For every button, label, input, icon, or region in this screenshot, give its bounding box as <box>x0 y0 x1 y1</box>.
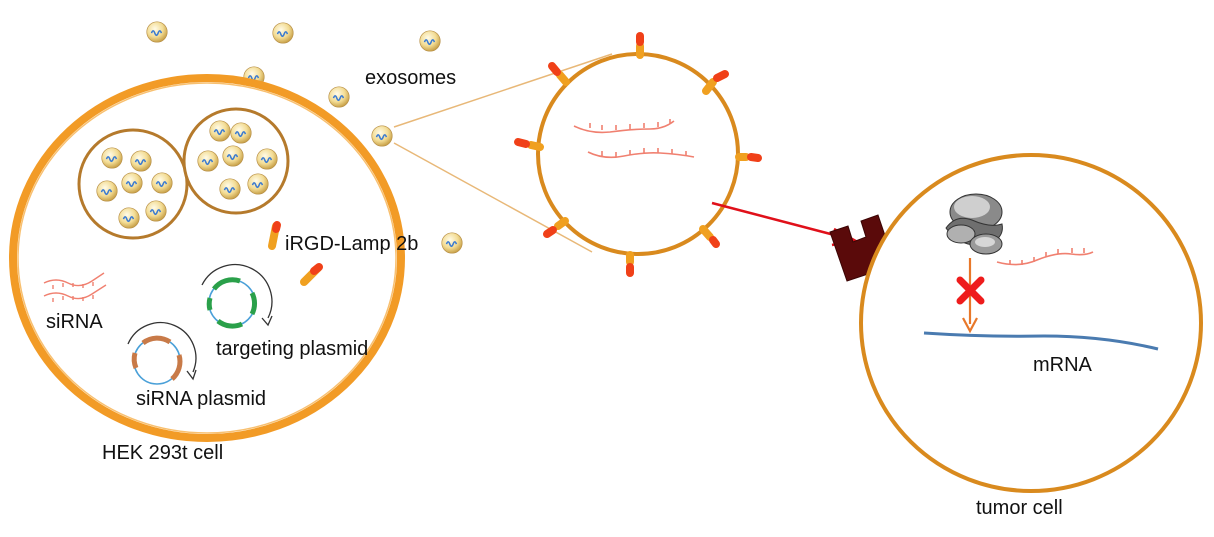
exosome-particle-icon <box>151 172 173 194</box>
zoom-line-bottom <box>393 142 593 253</box>
ribosome-icon <box>945 193 1003 255</box>
irgd-capsule <box>268 221 281 250</box>
zoom-line-top <box>393 53 613 128</box>
exosome-particle-icon <box>146 21 168 43</box>
vesicle-body-right <box>182 107 290 215</box>
vesicle-body-left <box>77 128 189 240</box>
exosome-particle-icon <box>328 86 350 108</box>
exosome-particle-icon <box>272 22 294 44</box>
zoomed-exosome <box>514 32 762 277</box>
x-block-icon <box>956 276 985 305</box>
mrna-strand <box>923 331 1159 351</box>
targeting-plasmid-label: targeting plasmid <box>216 338 369 360</box>
exosome-particle-icon <box>219 178 241 200</box>
mrna-label: mRNA <box>1033 354 1092 376</box>
tumor-cell <box>859 153 1203 493</box>
sirna-label: siRNA <box>46 311 103 333</box>
exosome-particle-icon <box>209 120 231 142</box>
exosome-particle-icon <box>101 147 123 169</box>
exosome-particle-icon <box>230 122 252 144</box>
irgd-lamp2b-label: iRGD-Lamp 2b <box>285 233 419 255</box>
exosome-particle-icon <box>247 173 269 195</box>
sirna-plasmid-icon <box>127 322 197 385</box>
exosome-particle-icon <box>130 150 152 172</box>
exosome-particle-icon <box>96 180 118 202</box>
tumor-cell-label: tumor cell <box>976 497 1063 519</box>
exosome-particle-icon <box>145 200 167 222</box>
exosome-particle-icon <box>197 150 219 172</box>
exosome-particle-icon <box>419 30 441 52</box>
hek-cell <box>9 74 405 442</box>
exosome-particle-icon <box>256 148 278 170</box>
exosomes-label: exosomes <box>365 67 457 89</box>
hek-cell-label: HEK 293t cell <box>102 442 224 464</box>
irgd-capsule <box>300 263 323 286</box>
sirna-plasmid-label: siRNA plasmid <box>136 388 267 410</box>
exosome-sirna <box>573 119 695 159</box>
exosome-particle-icon <box>371 125 393 147</box>
exosome-particle-icon <box>121 172 143 194</box>
exosome-particle-icon <box>118 207 140 229</box>
sirna-strands <box>43 272 107 302</box>
tumor-sirna <box>996 248 1094 266</box>
surface-ligands <box>514 32 762 277</box>
exosome-particle-icon <box>222 145 244 167</box>
targeting-plasmid-icon <box>201 263 273 329</box>
exosome-particle-icon <box>441 232 463 254</box>
